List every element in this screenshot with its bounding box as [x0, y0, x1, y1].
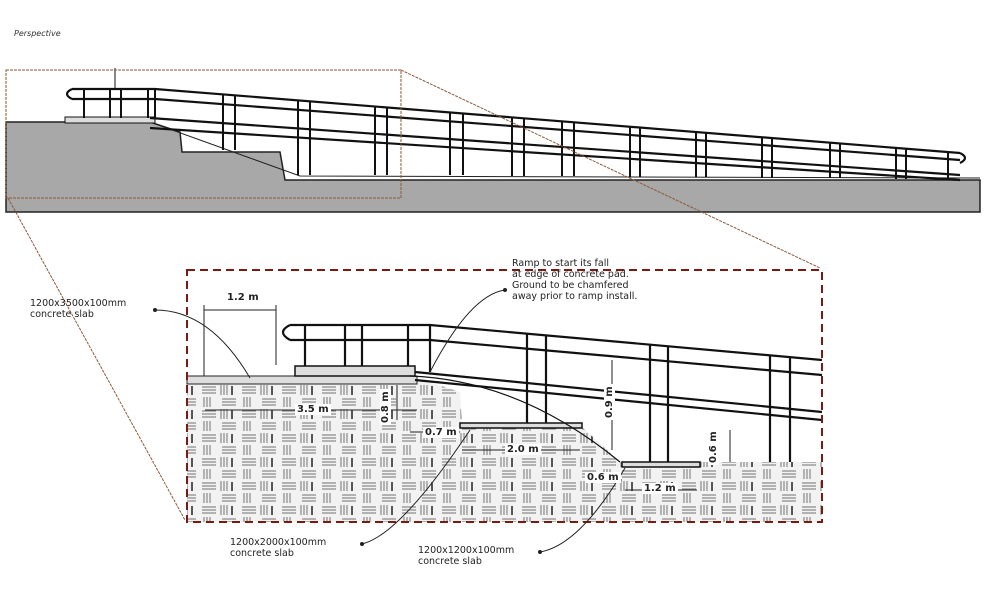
perspective-view — [5, 68, 981, 521]
label-mid-slab: 1200x2000x100mm concrete slab — [230, 537, 327, 559]
dim-step-offset: 0.7 m — [423, 427, 459, 438]
detail-view — [153, 269, 823, 554]
rail-posts — [83, 89, 949, 179]
dim-top-slab-length: 3.5 m — [295, 404, 331, 415]
label-top-slab: 1200x3500x100mm concrete slab — [30, 298, 127, 320]
label-ramp-note: Ramp to start its fall at edge of concre… — [512, 258, 638, 302]
dim-step-height-1: 0.8 m — [380, 389, 391, 425]
dim-step-height-2: 0.6 m — [708, 429, 719, 465]
dim-mid-slab-length: 2.0 m — [505, 444, 541, 455]
dim-bottom-landing-width: 1.2 m — [642, 483, 678, 494]
dim-top-landing-width: 1.2 m — [225, 292, 261, 303]
view-title-perspective: Perspective — [14, 29, 61, 38]
label-bottom-slab: 1200x1200x100mm concrete slab — [418, 545, 515, 567]
detail-rail-posts — [303, 325, 792, 462]
dim-bottom-offset: 0.6 m — [585, 472, 621, 483]
dim-rail-height: 0.9 m — [604, 384, 615, 420]
